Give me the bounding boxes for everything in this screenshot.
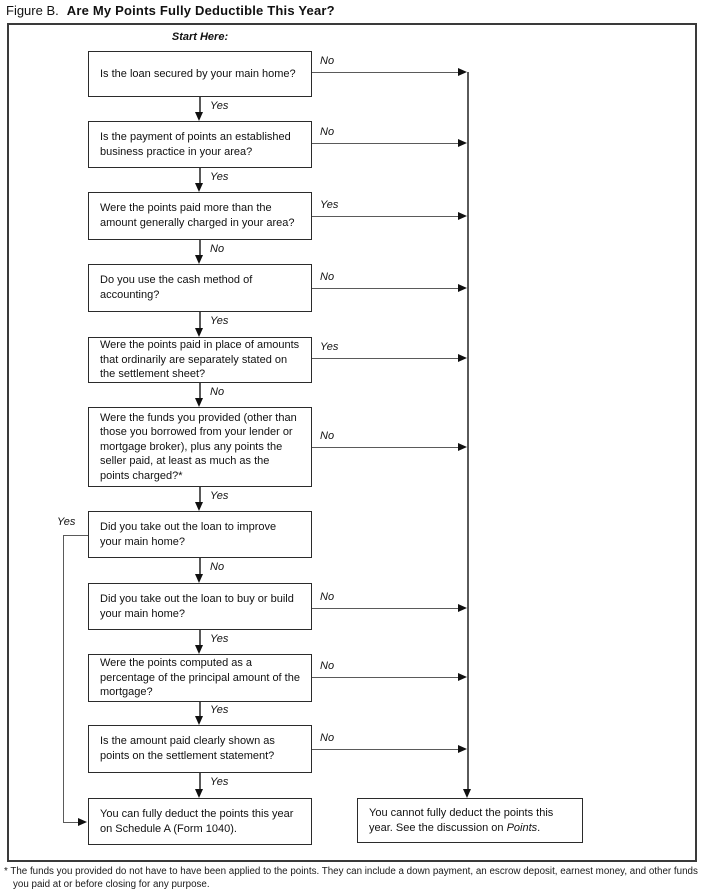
branch-label: No [210,386,225,398]
branch-label: No [320,732,335,744]
arrowhead-down-icon [195,327,203,337]
branch-label: Yes [320,341,339,353]
flow-line [312,447,458,449]
branch-label: Yes [210,633,229,645]
question-box-10: Is the amount paid clearly shown as poin… [88,725,312,773]
flow-line [199,702,201,716]
question-box-9: Were the points computed as a percentage… [88,654,312,702]
flow-line [199,558,201,574]
question-box-2: Is the payment of points an established … [88,121,312,168]
flow-line [312,216,458,218]
branch-label: Yes [320,199,339,211]
branch-label: No [320,430,335,442]
arrowhead-right-icon [458,138,467,147]
arrowhead-right-icon [458,353,467,362]
figure-heading: Are My Points Fully Deductible This Year… [66,3,335,18]
question-text: Did you take out the loan to improve you… [100,520,277,548]
flow-line [199,97,201,113]
flow-line [199,773,201,789]
branch-label: Yes [210,315,229,327]
collector-line [467,72,469,789]
branch-label: No [210,243,225,255]
flow-line [199,312,201,328]
question-text: Were the funds you provided (other than … [100,411,297,482]
arrowhead-right-icon [458,283,467,292]
flow-line [312,749,458,751]
branch-label: No [320,271,335,283]
result-text: You cannot fully deduct the points this … [369,806,554,834]
question-text: Did you take out the loan to buy or buil… [100,592,294,620]
figure-title: Figure B. Are My Points Fully Deductible … [6,3,335,18]
arrowhead-down-icon [195,715,203,725]
question-box-4: Do you use the cash method of accounting… [88,264,312,312]
branch-label: Yes [210,776,229,788]
question-text: Is the payment of points an established … [100,130,291,158]
arrowhead-right-icon [458,67,467,76]
arrowhead-right-icon [458,442,467,451]
branch-label: No [320,126,335,138]
result-text: You can fully deduct the points this yea… [100,807,294,835]
result-box-not-deductible: You cannot fully deduct the points this … [357,798,583,843]
branch-label: No [320,591,335,603]
flow-line [312,143,458,145]
question-box-3: Were the points paid more than the amoun… [88,192,312,240]
flow-line [199,240,201,255]
arrowhead-down-icon [195,788,203,798]
question-text: Do you use the cash method of accounting… [100,274,253,301]
branch-label: Yes [210,704,229,716]
arrowhead-down-icon [195,644,203,654]
branch-label: Yes [210,100,229,112]
question-box-8: Did you take out the loan to buy or buil… [88,583,312,630]
flow-line [63,822,79,824]
flow-line [312,358,458,360]
flow-line [312,677,458,679]
branch-label: Yes [57,516,76,528]
flow-line [312,608,458,610]
question-box-7: Did you take out the loan to improve you… [88,511,312,558]
question-box-5: Were the points paid in place of amounts… [88,337,312,383]
arrowhead-down-icon [195,501,203,511]
flow-line [199,383,201,398]
branch-label: No [320,55,335,67]
branch-label: No [210,561,225,573]
arrowhead-right-icon [458,211,467,220]
arrowhead-right-icon [458,672,467,681]
question-box-1: Is the loan secured by your main home? [88,51,312,97]
arrowhead-down-icon [195,182,203,192]
question-text: Is the amount paid clearly shown as poin… [100,735,275,762]
arrowhead-down-icon [463,789,471,798]
result-box-deductible: You can fully deduct the points this yea… [88,798,312,845]
flow-line [199,487,201,502]
arrowhead-down-icon [195,397,203,407]
arrowhead-right-icon [458,603,467,612]
flow-line [199,630,201,645]
branch-label: Yes [210,490,229,502]
branch-label: Yes [210,171,229,183]
arrowhead-down-icon [195,111,203,121]
flow-line [63,535,88,537]
arrowhead-right-icon [458,744,467,753]
question-text: Were the points paid in place of amounts… [100,339,300,381]
points-reference: Points [506,821,538,834]
arrowhead-down-icon [195,254,203,264]
figure-label: Figure B. [6,3,59,18]
question-box-6: Were the funds you provided (other than … [88,407,312,487]
bypass-line [63,535,65,823]
flow-line [312,288,458,290]
footnote: * The funds you provided do not have to … [4,866,698,890]
question-text: Were the points paid more than the amoun… [100,202,295,229]
arrowhead-right-icon [78,817,87,826]
flow-line [312,72,458,74]
branch-label: No [320,660,335,672]
question-text: Were the points computed as a percentage… [100,657,300,699]
arrowhead-down-icon [195,573,203,583]
start-here-label: Start Here: [171,31,229,43]
question-text: Is the loan secured by your main home? [100,67,296,80]
flow-line [199,168,201,183]
